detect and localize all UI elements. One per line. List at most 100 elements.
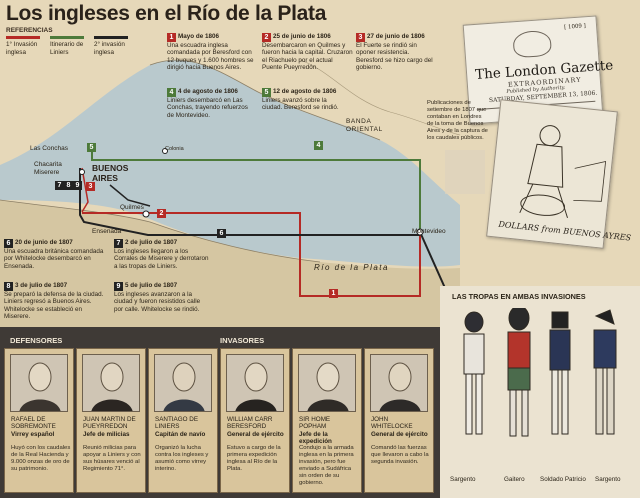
event-text: Desembarcaron en Quilmes y fueron hacia … [262,42,353,72]
portrait-image [226,354,284,412]
place-quilmes: Quilmes [120,204,144,211]
troop-label-patricio: Soldado Patricio [540,476,586,483]
gazette-header: [ 1009 ] [563,23,587,31]
troop-label-sargento-1: Sargento [450,476,476,483]
card-description: Estuvo a cargo de la primera expedición … [227,445,281,472]
legend-item-second-invasion: 2° invasión inglesa [94,36,134,56]
portrait-image [370,354,428,412]
event-date: 3 de julio de 1807 [15,282,68,289]
map-marker-3: 3 [86,182,95,191]
card-sobremonte: RAFAEL DE SOBREMONTE Virrey español Huyó… [4,348,74,493]
card-popham: SIR HOME POPHAM Jefe de la expedición Co… [292,348,362,493]
legend-label: 1° Invasión inglesa [6,41,38,56]
card-role: General de ejército [371,431,428,438]
troop-label-sargento-2: Sargento [595,476,621,483]
coat-of-arms-icon [512,29,553,59]
event-number: 5 [262,88,271,97]
troops-panel: LAS TROPAS EN AMBAS INVASIONES Sargento … [440,286,640,498]
card-description: Comandó las fuerzas que llevaron a cabo … [371,445,429,465]
legend-label: Itinerario de Liniers [50,41,84,56]
place-miserere: Miserere [34,169,60,176]
event-number: 6 [4,239,13,248]
event-date: 27 de junio de 1806 [367,33,425,40]
card-name: JOHN WHITELOCKE [371,416,413,430]
map-marker-1: 1 [329,289,338,298]
card-name: WILLIAM CARR BERESFORD [227,416,273,430]
card-description: Organizó la lucha contra los ingleses y … [155,445,209,472]
map-marker-7: 7 [55,181,64,190]
map-marker-4: 4 [314,141,323,150]
card-role: Jefe de milicias [83,431,130,438]
region-banda-oriental: BANDA ORIENTAL [346,118,383,133]
card-role: Capitán de navío [155,431,206,438]
event-date: 12 de agosto de 1806 [273,88,337,95]
portrait-image [82,354,140,412]
legend-item-liniers: Itinerario de Liniers [50,36,90,56]
troops-title: LAS TROPAS EN AMBAS INVASIONES [452,292,586,301]
caricature-image: DOLLARS from BUENOS AYRES [486,99,631,249]
map-marker-2: 2 [157,209,166,218]
event-number: 4 [167,88,176,97]
card-whitelocke: JOHN WHITELOCKE General de ejército Coma… [364,348,434,493]
card-description: Condujo a la armada inglesa en la primer… [299,445,354,486]
map-marker-8: 8 [64,181,73,190]
legend-label: 2° invasión inglesa [94,41,125,56]
place-las-conchas: Las Conchas [30,145,68,152]
caricature-drawing-icon [519,125,607,219]
card-name: SIR HOME POPHAM [299,416,331,430]
card-role: Jefe de la expedición [299,431,332,445]
card-name: SANTIAGO DE LINIERS [155,416,199,430]
card-beresford: WILLIAM CARR BERESFORD General de ejérci… [220,348,290,493]
event-text: Una escuadra inglesa comandada por Beres… [167,42,254,72]
card-role: General de ejército [227,431,284,438]
event-number: 1 [167,33,176,42]
card-role: Virrey español [11,431,55,438]
card-name: RAFAEL DE SOBREMONTE [11,416,56,430]
event-date: 2 de julio de 1807 [125,239,178,246]
event-date: Mayo de 1806 [178,33,219,40]
event-text: Liniers avanzó sobre la ciudad. Beresfor… [262,97,339,112]
event-number: 7 [114,239,123,248]
map-marker-5: 5 [87,143,96,152]
legend-item-first-invasion: 1° Invasión inglesa [6,36,46,56]
event-text: Los ingleses llegaron a los Corrales de … [114,248,209,270]
event-date: 25 de junio de 1806 [273,33,331,40]
river-label: Río de la Plata [314,263,389,272]
card-liniers: SANTIAGO DE LINIERS Capitán de navío Org… [148,348,218,493]
defenders-heading: DEFENSORES [10,336,63,345]
event-number: 3 [356,33,365,42]
event-number: 8 [4,282,13,291]
event-text: Los ingleses avanzaron a la ciudad y fue… [114,291,201,313]
troop-label-gaitero: Gaitero [504,476,525,483]
card-description: Reunió milicias para apoyar a Liniers y … [83,445,141,472]
page-title: Los ingleses en el Río de la Plata [6,2,327,25]
event-date: 5 de julio de 1807 [125,282,178,289]
event-number: 9 [114,282,123,291]
place-colonia: Colonia [165,146,184,152]
event-number: 2 [262,33,271,42]
event-text: Una escuadra británica comandada por Whi… [4,248,104,270]
portrait-image [298,354,356,412]
legend-heading: REFERENCIAS [6,27,53,34]
event-text: Se preparó la defensa de la ciudad. Lini… [4,291,104,321]
soldiers-illustration-icon [463,308,617,437]
event-date: 4 de agosto de 1806 [178,88,238,95]
place-buenos-aires: BUENOS AIRES [92,163,129,183]
card-description: Huyó con los caudales de la Real Haciend… [11,445,71,472]
event-date: 20 de junio de 1807 [15,239,73,246]
event-text: El Fuerte se rindió sin oponer resistenc… [356,42,433,72]
map-marker-9: 9 [73,181,82,190]
place-ensenada: Ensenada [92,228,122,235]
event-text: Liniers desembarcó en Las Conchas, traye… [167,97,248,119]
invaders-heading: INVASORES [220,336,265,345]
card-name: JUAN MARTIN DE PUEYRREDON [83,416,136,430]
map-marker-6: 6 [217,229,226,238]
